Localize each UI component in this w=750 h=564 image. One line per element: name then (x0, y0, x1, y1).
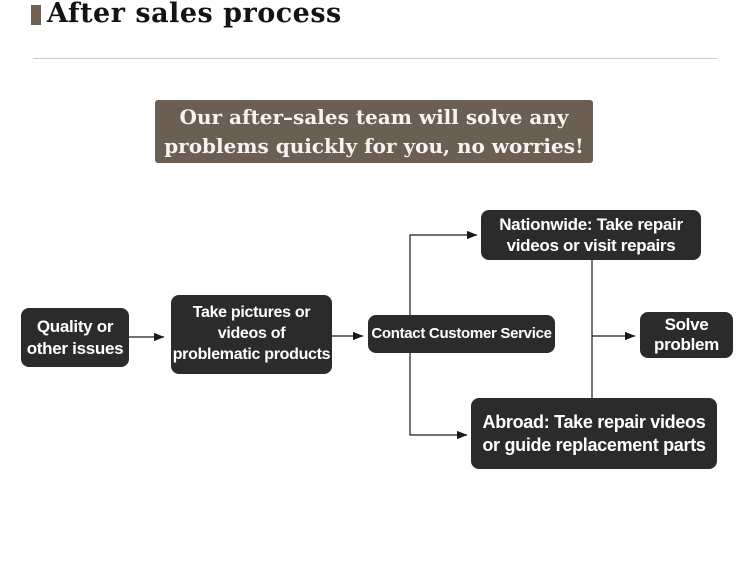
banner-line-1: Our after–sales team will solve any (179, 104, 569, 129)
flow-node-solve-problem: Solve problem (640, 312, 733, 358)
banner-line-2: problems quickly for you, no worries! (164, 133, 584, 158)
flow-node-quality-issues: Quality or other issues (21, 308, 129, 367)
title-bullet-icon (31, 5, 41, 25)
arrow-contact-to-abroad (409, 353, 468, 440)
page-title: After sales process (47, 0, 342, 29)
header-divider (33, 58, 717, 59)
flow-node-abroad-repair: Abroad: Take repair videos or guide repl… (471, 398, 717, 469)
flow-node-contact-customer-service: Contact Customer Service (368, 315, 555, 353)
flow-node-take-pictures: Take pictures or videos of problematic p… (171, 295, 332, 374)
flow-node-nationwide-repair: Nationwide: Take repair videos or visit … (481, 210, 701, 260)
reassurance-banner: Our after–sales team will solve any prob… (155, 100, 593, 163)
arrow-contact-to-nationwide (409, 230, 478, 315)
